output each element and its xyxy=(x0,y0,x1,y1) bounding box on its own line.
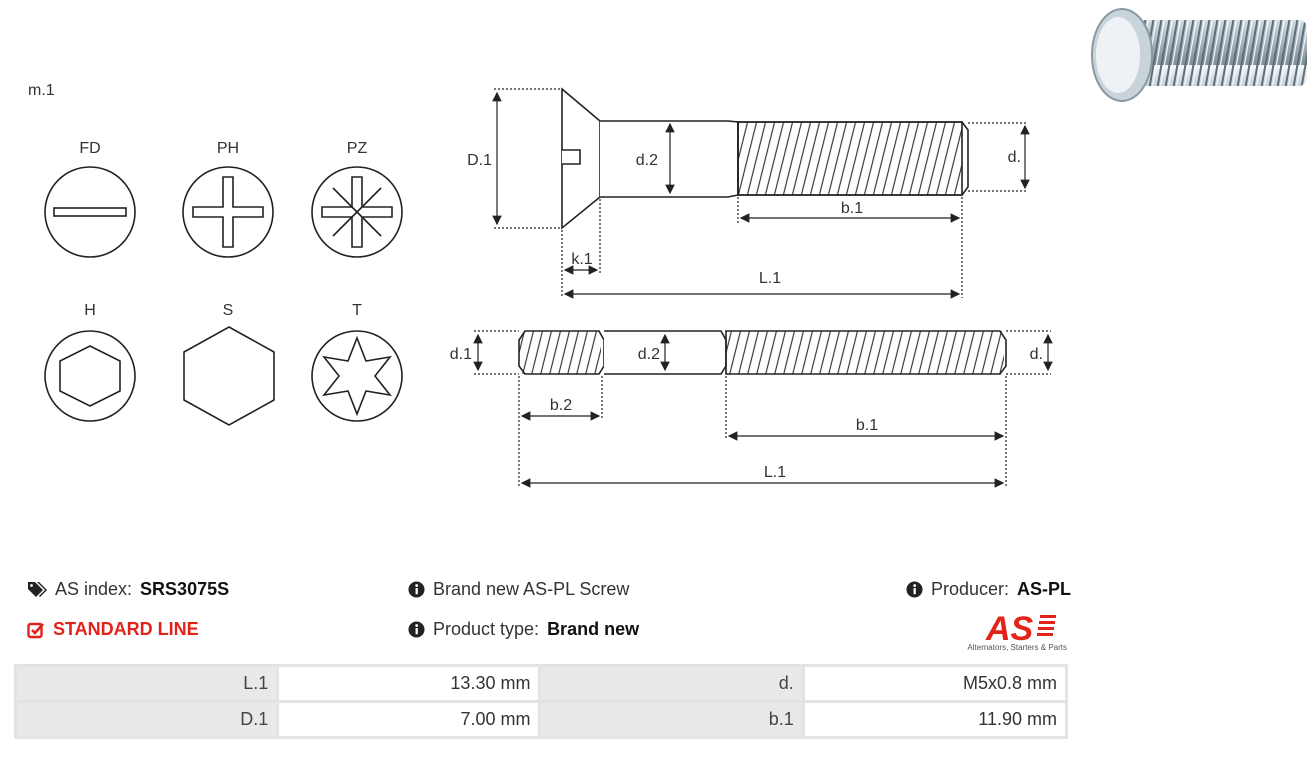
info-icon xyxy=(408,581,425,598)
spec-key: d. xyxy=(541,667,802,700)
external-hex-drive-icon xyxy=(183,326,275,426)
spec-value: 13.30 mm xyxy=(279,667,539,700)
as-index-label: AS index: xyxy=(55,579,133,599)
logo-tagline: Alternators, Starters & Parts xyxy=(967,643,1067,652)
spec-value: 7.00 mm xyxy=(279,703,539,736)
drive-label-s: S xyxy=(223,302,234,319)
countersunk-screw-shape xyxy=(561,87,969,230)
table-row: L.1 13.30 mm d. M5x0.8 mm xyxy=(17,667,1065,700)
product-type-label: Product type: xyxy=(433,619,540,639)
producer-label: Producer: xyxy=(931,579,1010,599)
description-row: Brand new AS-PL Screw xyxy=(408,579,629,600)
product-description: Brand new AS-PL Screw xyxy=(433,579,630,599)
logo-mark: AS xyxy=(985,610,1034,648)
drive-label-t: T xyxy=(352,302,362,319)
dim-top-b1: b.1 xyxy=(841,200,863,217)
dim-top-D1: D.1 xyxy=(467,152,492,169)
table-row: D.1 7.00 mm b.1 11.90 mm xyxy=(17,703,1065,736)
spec-key: D.1 xyxy=(17,703,277,736)
hex-socket-drive-icon xyxy=(44,330,136,422)
screw-technical-drawing: D.1 d.2 d. b.1 k.1 L.1 d.1 d.2 d. b.2 b.… xyxy=(450,87,1053,488)
checkbox-checked-icon xyxy=(27,622,44,638)
standard-line-label: STANDARD LINE xyxy=(53,619,199,639)
product-photo xyxy=(1091,8,1307,102)
dim-bottom-b2: b.2 xyxy=(550,397,572,414)
drive-label-fd: FD xyxy=(79,140,100,157)
dim-bottom-d1: d.1 xyxy=(450,346,472,363)
info-icon xyxy=(906,581,923,598)
stud-screw-shape xyxy=(518,330,1007,375)
spec-value: 11.90 mm xyxy=(804,703,1065,736)
slotted-drive-icon xyxy=(44,166,136,258)
drive-label-ph: PH xyxy=(217,140,239,157)
phillips-drive-icon xyxy=(182,166,274,258)
product-type-value: Brand new xyxy=(547,619,640,639)
spec-key: b.1 xyxy=(541,703,802,736)
dim-top-d2: d.2 xyxy=(636,152,658,169)
dim-top-d: d. xyxy=(1008,149,1021,166)
spec-value: M5x0.8 mm xyxy=(804,667,1065,700)
m-label: m.1 xyxy=(28,82,55,99)
dim-bottom-L1: L.1 xyxy=(764,464,786,481)
info-icon xyxy=(408,621,425,638)
standard-line-row: STANDARD LINE xyxy=(27,619,199,640)
as-index-row: AS index: SRS3075S xyxy=(27,579,229,600)
drive-label-h: H xyxy=(84,302,96,319)
dim-top-k1: k.1 xyxy=(571,251,592,268)
dim-top-L1: L.1 xyxy=(759,270,781,287)
specs-table: L.1 13.30 mm d. M5x0.8 mm D.1 7.00 mm b.… xyxy=(14,664,1068,739)
as-index-value: SRS3075S xyxy=(140,579,230,599)
producer-row: Producer: AS-PL xyxy=(906,579,1071,600)
drive-types-drawing: m.1 FD PH PZ H S T xyxy=(28,82,403,426)
pozidriv-drive-icon xyxy=(311,166,403,258)
dim-bottom-b1: b.1 xyxy=(856,417,878,434)
dim-bottom-d: d. xyxy=(1030,346,1043,363)
drive-label-pz: PZ xyxy=(347,140,368,157)
spec-key: L.1 xyxy=(17,667,277,700)
dim-bottom-d2: d.2 xyxy=(638,346,660,363)
producer-logo: AS Alternators, Starters & Parts xyxy=(967,610,1067,652)
product-type-row: Product type: Brand new xyxy=(408,619,639,640)
producer-value: AS-PL xyxy=(1017,579,1072,599)
tags-icon xyxy=(28,581,47,597)
torx-drive-icon xyxy=(311,330,403,422)
